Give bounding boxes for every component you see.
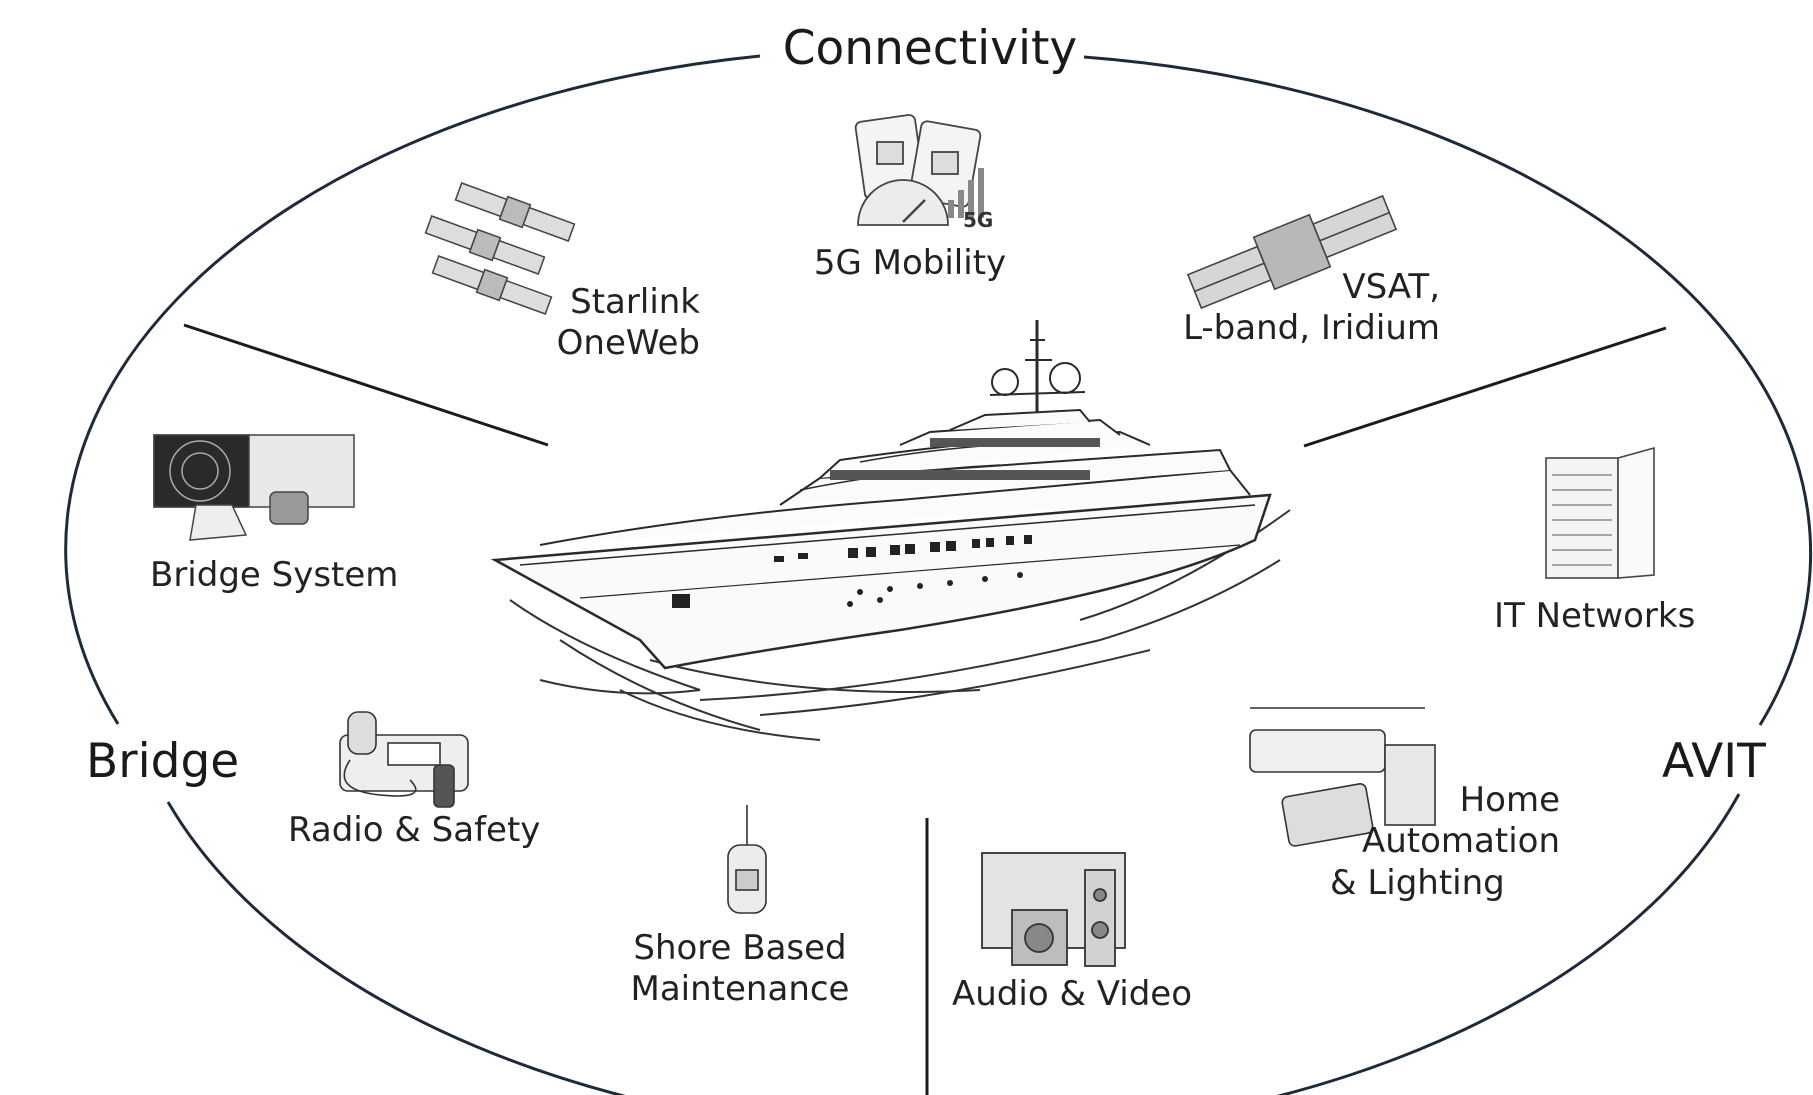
label-5g-mobility: 5G Mobility bbox=[813, 243, 1007, 283]
label-vsat-line1: VSAT, bbox=[1342, 267, 1440, 307]
label-starlink-oneweb: Starlink OneWeb bbox=[520, 282, 700, 365]
sim-cards-speedometer-icon bbox=[854, 114, 984, 226]
label-shore-line2: Maintenance bbox=[630, 969, 850, 1010]
air-conditioner-panel-icon bbox=[1249, 707, 1436, 847]
label-it-networks: IT Networks bbox=[1494, 596, 1696, 636]
satellite-constellation-icon bbox=[424, 182, 576, 315]
divider-bridge-connectivity bbox=[183, 323, 549, 447]
label-shore-line1: Shore Based bbox=[633, 928, 847, 968]
divider-connectivity-avit bbox=[1303, 326, 1667, 448]
label-audio-video: Audio & Video bbox=[952, 974, 1193, 1014]
tv-speakers-icon bbox=[981, 852, 1126, 967]
satellite-icon bbox=[1186, 194, 1398, 310]
label-vsat-line2: L-band, Iridium bbox=[1183, 308, 1440, 349]
label-vsat: VSAT, L-band, Iridium bbox=[1180, 267, 1440, 350]
label-home-line3: & Lighting bbox=[1330, 862, 1505, 903]
label-oneweb: OneWeb bbox=[556, 323, 700, 364]
label-home-line2: Automation bbox=[1361, 821, 1560, 862]
radar-console-icon bbox=[153, 434, 355, 541]
section-title-bridge: Bridge bbox=[86, 734, 240, 789]
label-home-line1: Home bbox=[1459, 780, 1560, 820]
label-starlink: Starlink bbox=[570, 282, 700, 322]
section-dividers bbox=[183, 323, 1667, 1095]
epirb-beacon-icon bbox=[727, 805, 767, 914]
5g-badge: 5G bbox=[963, 208, 994, 232]
label-home-automation: Home Automation & Lighting bbox=[1300, 780, 1560, 904]
label-bridge-system: Bridge System bbox=[150, 555, 399, 595]
section-title-avit: AVIT bbox=[1662, 734, 1766, 789]
label-shore-based-maintenance: Shore Based Maintenance bbox=[620, 928, 860, 1011]
vhf-radio-icon bbox=[339, 711, 469, 808]
server-rack-icon bbox=[1545, 446, 1655, 579]
superyacht-illustration bbox=[490, 320, 1291, 741]
label-radio-safety: Radio & Safety bbox=[288, 810, 541, 850]
ellipse-outline bbox=[64, 54, 1813, 1095]
section-title-connectivity: Connectivity bbox=[782, 21, 1078, 76]
